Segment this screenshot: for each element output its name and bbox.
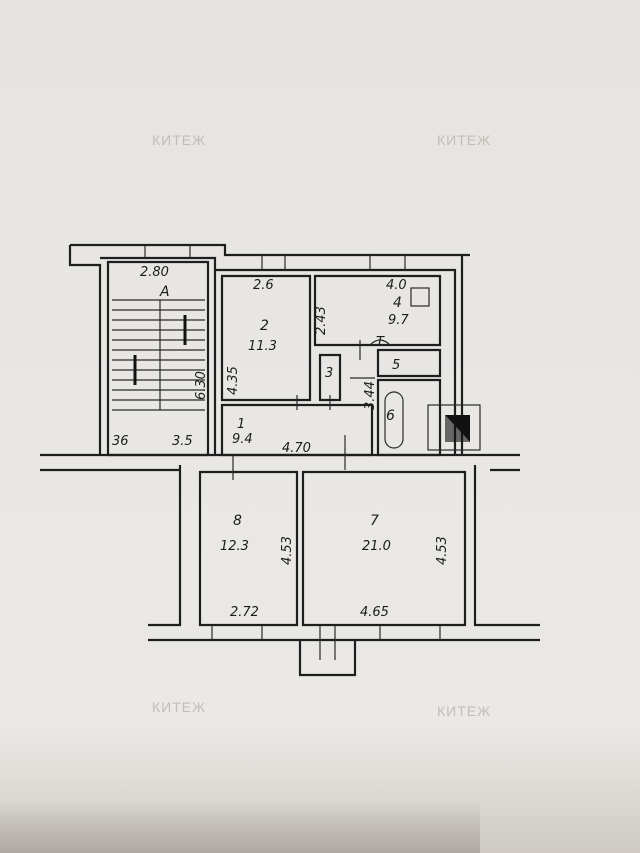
room2-side-dim: 4.35 bbox=[226, 366, 241, 395]
watermark: КИТЕЖ bbox=[152, 132, 206, 148]
walls bbox=[40, 243, 540, 677]
room6-side-dim: 3.44 bbox=[363, 381, 378, 410]
room8-number: 8 bbox=[233, 513, 242, 529]
room3-number: 3 bbox=[325, 366, 333, 381]
room7-number: 7 bbox=[370, 513, 379, 529]
room7-bottom-dim: 4.65 bbox=[360, 605, 389, 620]
room8-side-dim: 4.53 bbox=[280, 536, 295, 565]
shadow bbox=[0, 800, 480, 853]
watermark: КИТЕЖ bbox=[437, 132, 491, 148]
room2-number: 2 bbox=[260, 318, 269, 334]
stair-right-dim: 3.5 bbox=[172, 434, 193, 449]
room8-bottom-dim: 2.72 bbox=[230, 605, 259, 620]
room8-area: 12.3 bbox=[220, 539, 249, 554]
watermark: КИТЕЖ bbox=[152, 699, 206, 715]
labels: 2.80 А 6.30 36 3.5 2.6 2 11.3 4.35 4.0 4… bbox=[112, 265, 450, 620]
room7-side-dim: 4.53 bbox=[435, 536, 450, 565]
room4-top-dim: 4.0 bbox=[386, 278, 407, 293]
room4-side-dim: 2.43 bbox=[314, 306, 329, 335]
room7-area: 21.0 bbox=[362, 539, 391, 554]
room5-number: 5 bbox=[392, 358, 400, 373]
toilet-label: Т bbox=[376, 335, 385, 350]
stair-letter: А bbox=[159, 284, 170, 300]
stair-left-dim: 36 bbox=[112, 434, 129, 449]
stair-length-label: 6.30 bbox=[194, 371, 209, 400]
room1-number: 1 bbox=[237, 417, 245, 432]
watermark: КИТЕЖ bbox=[437, 703, 491, 719]
room4-number: 4 bbox=[393, 295, 402, 311]
room6-number: 6 bbox=[386, 408, 395, 424]
room4-area: 9.7 bbox=[388, 313, 409, 328]
room2-area: 11.3 bbox=[248, 339, 277, 354]
room1-area: 9.4 bbox=[232, 432, 253, 447]
room2-top-dim: 2.6 bbox=[253, 278, 274, 293]
room1-dim: 4.70 bbox=[282, 441, 311, 456]
stair-width-label: 2.80 bbox=[140, 265, 169, 280]
watermarks: КИТЕЖ КИТЕЖ КИТЕЖ КИТЕЖ bbox=[152, 132, 491, 719]
